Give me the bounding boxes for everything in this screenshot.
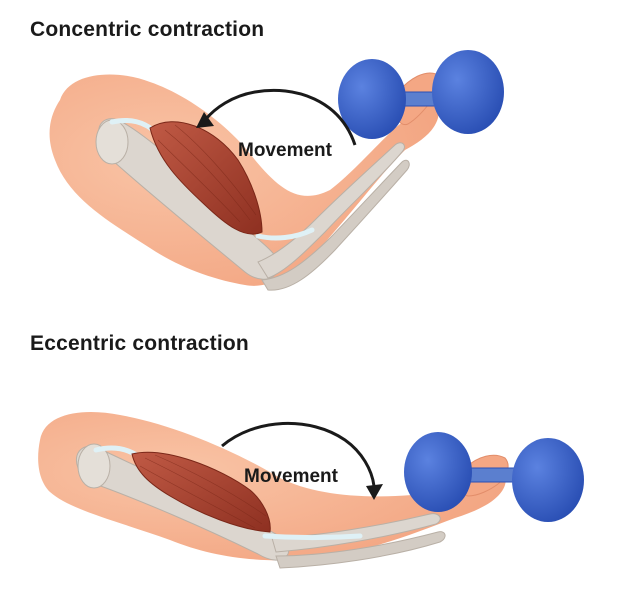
- concentric-ulna-bone: [261, 159, 410, 291]
- concentric-dumbbell: [338, 50, 504, 139]
- concentric-shoulder-joint: [95, 119, 129, 165]
- eccentric-movement-label: Movement: [244, 466, 339, 487]
- eccentric-arrowhead: [366, 484, 383, 500]
- eccentric-panel: Eccentric contraction: [0, 300, 640, 600]
- concentric-panel: Concentric contraction: [30, 18, 504, 291]
- eccentric-title: Eccentric contraction: [30, 332, 249, 355]
- eccentric-radius-bone: [271, 513, 441, 553]
- eccentric-biceps-muscle: [131, 451, 271, 533]
- concentric-arrowhead: [196, 112, 214, 128]
- eccentric-arm-illustration: Movement: [38, 411, 584, 569]
- concentric-lower-tendon: [255, 227, 315, 241]
- concentric-arm-illustration: Movement: [49, 50, 504, 291]
- eccentric-dumbbell: [404, 432, 584, 522]
- eccentric-shoulder-joint: [77, 443, 111, 489]
- eccentric-lower-tendon: [262, 533, 363, 540]
- concentric-biceps-muscle: [149, 121, 263, 235]
- concentric-movement-label: Movement: [238, 140, 333, 161]
- concentric-title: Concentric contraction: [30, 18, 265, 41]
- eccentric-movement-arrow: [221, 422, 376, 487]
- eccentric-ulna-bone: [275, 531, 446, 569]
- concentric-movement-arrow: [203, 88, 357, 146]
- concentric-radius-bone: [257, 142, 405, 279]
